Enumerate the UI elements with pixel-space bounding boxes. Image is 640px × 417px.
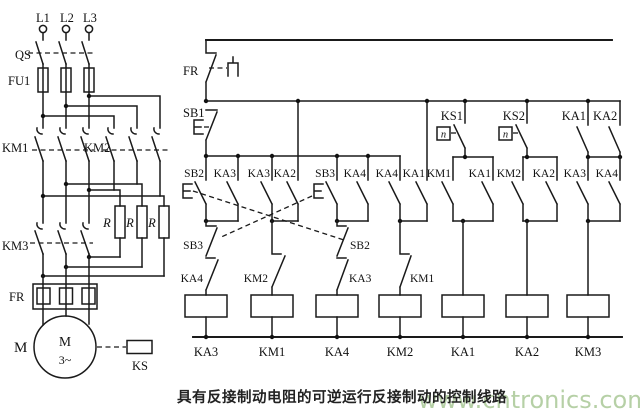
label-ka2-upper: KA2 [593,109,617,123]
label-ks2: KS2 [503,109,525,123]
label-row-ka3a: KA3 [214,168,237,180]
label-row-km2: KM2 [497,168,522,180]
label-int-sb3: SB3 [183,240,203,252]
label-n2: n [503,130,508,141]
coil-row [184,294,610,340]
label-ks1: KS1 [441,109,463,123]
branch2-interlock [271,220,286,296]
sb3-actuator [313,183,324,199]
sb1-stop-button [193,109,218,157]
branch1-interlocks [205,220,219,296]
coil-km2 [378,294,422,318]
control-circuit [182,39,623,340]
label-terminal-l3: L3 [83,11,97,25]
label-motor-core: M [59,334,71,349]
label-r3: R [147,216,156,230]
upper-relay-contacts [576,126,621,158]
label-km2-main: KM2 [84,141,110,155]
ks-speed-sensor [97,339,153,355]
terminal-l1 [38,24,48,34]
label-terminal-l1: L1 [36,11,50,25]
label-coil-ka2: KA2 [515,345,539,359]
label-qs: QS [15,48,31,62]
label-int-sb2: SB2 [350,240,370,252]
km1-main-contacts [32,127,94,162]
terminal-l3 [84,24,94,34]
label-coil-km3: KM3 [575,345,601,359]
label-coil-ka4: KA4 [325,345,350,359]
coil-km1 [250,294,294,318]
label-motor-side: M [14,340,27,356]
label-row-ka4c: KA4 [596,168,619,180]
power-circuit [28,24,170,379]
qs-switch [28,41,96,65]
label-fr-main: FR [9,290,25,304]
sb2-actuator [182,183,193,199]
fr-overload-element [32,256,98,326]
braking-resistors [114,205,170,277]
terminal-l2 [61,24,71,34]
label-fr-control: FR [183,64,199,78]
watermark: www.cntronics.com [418,386,640,414]
coil-ka4 [315,294,359,318]
coil-km3 [566,294,610,318]
label-coil-km1: KM1 [259,345,285,359]
label-int-km1: KM1 [410,273,435,285]
caption: 具有反接制动电阻的可逆运行反接制动的控制线路 [177,388,507,406]
branch3-interlocks [336,220,349,296]
km2-main-contacts [103,127,168,162]
label-terminal-l2: L2 [60,11,74,25]
label-fu1: FU1 [8,74,30,88]
label-row-ka4a: KA4 [344,168,367,180]
fr-control-contact [205,39,239,102]
km3-main-contacts [30,222,93,255]
label-row-ka4b: KA4 [376,168,399,180]
sb3-mech-link [218,195,313,239]
coil-ka1 [441,294,485,318]
label-row-sb3: SB3 [315,168,335,180]
label-row-ka3c: KA3 [564,168,587,180]
label-int-km2: KM2 [244,273,269,285]
coil-ka2 [505,294,549,318]
label-row-sb2: SB2 [184,168,204,180]
coil-ka3 [184,294,228,318]
label-coil-ka1: KA1 [451,345,475,359]
label-row-km1: KM1 [427,168,452,180]
contact-row [193,180,622,222]
fuse-fu1 [37,63,95,129]
motor-symbol [33,315,97,379]
label-coil-ka3: KA3 [194,345,218,359]
label-r2: R [125,216,134,230]
label-ka1-upper: KA1 [562,109,586,123]
label-row-ka2: KA2 [274,168,297,180]
label-km3-main: KM3 [2,239,28,253]
sb2-mech-link [192,190,345,241]
label-motor-phase: 3~ [59,353,72,367]
branch4-interlock [399,220,412,296]
label-n1: n [441,130,446,141]
labels: L1 L2 L3 QS FU1 KM1 KM2 KM3 R R R FR M M… [2,11,618,373]
label-row-ka1a: KA1 [403,168,426,180]
label-km1-main: KM1 [2,141,28,155]
label-ks: KS [132,359,148,373]
label-sb1: SB1 [183,106,205,120]
label-coil-km2: KM2 [387,345,413,359]
label-int-ka4: KA4 [181,273,204,285]
label-row-ka1b: KA1 [469,168,492,180]
label-int-ka3: KA3 [349,273,372,285]
label-row-ka3b: KA3 [248,168,271,180]
label-row-ka2b: KA2 [533,168,556,180]
label-r1: R [102,216,111,230]
